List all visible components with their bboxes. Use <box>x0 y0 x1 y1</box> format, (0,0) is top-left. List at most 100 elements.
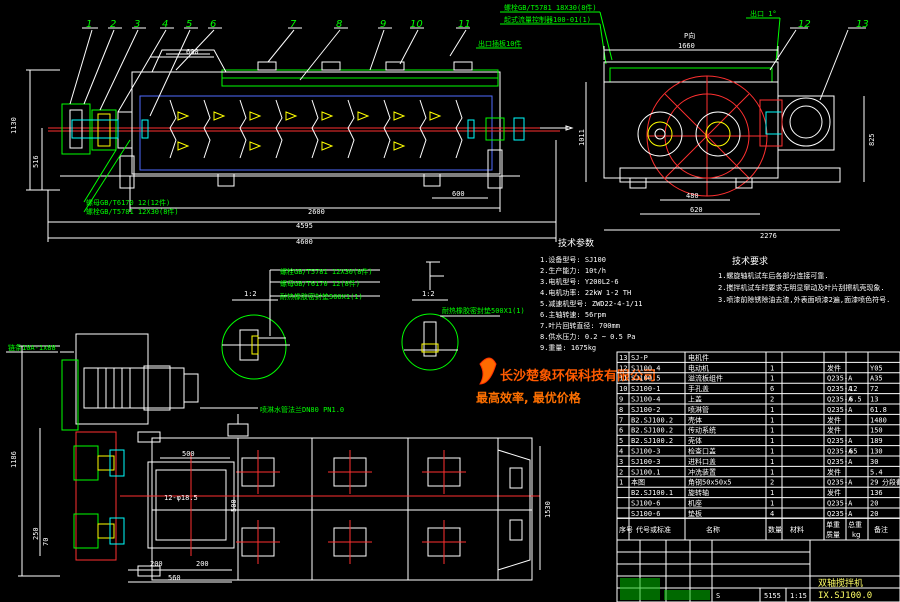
part-number: 6 <box>210 19 216 30</box>
bom-cell: 6 <box>770 385 774 393</box>
bom-cell: SJ100.4 <box>631 364 661 372</box>
bom-cell: 2 <box>770 396 774 404</box>
dim-70: 70 <box>42 538 50 546</box>
plan-labels: 链条10A-1x88 喷淋水管法兰DN80 PN1.0 1186 500 500… <box>8 343 552 582</box>
bom-cell: B2.SJ100.2 <box>631 427 673 435</box>
bom-cell: 冲洗装置 <box>688 467 716 476</box>
part-number: 12 <box>798 19 811 30</box>
side-dimensions: P向 1660 1011 480 620 2276 825 <box>578 31 876 240</box>
detail-views <box>221 261 500 380</box>
bom-cell: 13 <box>870 396 878 404</box>
bom-cell: 7 <box>619 416 623 424</box>
bom-cell: 1 <box>770 458 774 466</box>
dim-1186: 1186 <box>10 451 18 468</box>
note-outlet-angle: 出口 1° <box>750 9 777 18</box>
bom-cell: Q235-A <box>827 448 853 456</box>
p-view-label: P向 <box>684 31 695 40</box>
dim-600b: 600 <box>452 190 465 198</box>
side-view <box>585 27 866 231</box>
bom-cell: 检查口盖 <box>688 447 716 456</box>
detail-labels: 1:2 1:2 螺栓GB/T5781 12X30(8件) 螺母GB/T6170 … <box>244 267 525 315</box>
dim-500: 500 <box>182 450 195 458</box>
tech-req-row: 1.螺旋轴机试车后各部分连接可靠. <box>718 271 829 280</box>
tech-requirements: 技术要求 1.螺旋轴机试车后各部分连接可靠. 2.搅拌机试车时要求无明显窜动及叶… <box>718 255 890 304</box>
tech-req-row: 2.搅拌机试车时要求无明显窜动及叶片刮擦机壳现象. <box>718 283 885 292</box>
part-number: 7 <box>290 19 297 30</box>
dim-200a: 200 <box>150 560 163 568</box>
bom-cell: Y05 <box>870 364 883 372</box>
bom-cell: SJ100.1 <box>631 468 661 476</box>
part-number: 8 <box>336 19 342 30</box>
bom-cell: 1 <box>770 500 774 508</box>
part-number: 3 <box>134 19 140 30</box>
bom-cell: 1 <box>770 375 774 383</box>
bom-header-cell: 材料 <box>790 525 804 534</box>
bom-cell: 10 <box>619 385 627 393</box>
company-logo-icon <box>479 357 497 385</box>
title-scale: 1:15 <box>790 592 807 600</box>
bom-header-cell: 备注 <box>874 525 888 534</box>
bom-cell: 1 <box>770 468 774 476</box>
scale-label-2: 1:2 <box>422 290 435 298</box>
title-s-label: S <box>716 592 720 600</box>
dim-2600: 2600 <box>308 208 325 216</box>
dim-560: 560 <box>168 574 181 582</box>
bom-cell: 1 <box>770 406 774 414</box>
bom-cell: 1480 <box>870 416 887 424</box>
bom-cell: 1 <box>770 427 774 435</box>
tech-param-row: 9.重量: 1675kg <box>540 344 596 352</box>
detail-note-gasket: 耐热橡胶密封垫500X1(1) <box>280 292 363 301</box>
tech-param-row: 2.生产能力: 10t/h <box>540 266 606 275</box>
bom-cell: 发件 <box>827 467 841 476</box>
bom-cell: 电机件 <box>688 353 709 362</box>
dim-250: 250 <box>32 527 40 540</box>
bom-cell: SJ100-6 <box>631 500 661 508</box>
bom-header-cell: 单重 <box>826 520 840 529</box>
bom-cell: 2 <box>770 479 774 487</box>
tech-req-title: 技术要求 <box>732 255 768 267</box>
bom-cell: A35 <box>870 375 883 383</box>
part-number: 10 <box>410 19 423 30</box>
bom-cell: 150 <box>870 427 883 435</box>
tech-param-row: 6.主轴转速: 56rpm <box>540 310 606 319</box>
bom-cell: Q235-A <box>827 500 853 508</box>
bom-cell: 9 <box>619 396 623 404</box>
note-nut-12: 螺母GB/T6170 12(12件) <box>86 198 170 207</box>
dim-1660: 1660 <box>678 42 695 50</box>
dim-holes: 12-φ18.5 <box>164 494 198 502</box>
bom-cell: SJ-P <box>631 354 648 362</box>
bom-cell: Q235-A <box>827 437 853 445</box>
bom-cell: 发件 <box>827 415 841 424</box>
bom-cell: 旋转轴 <box>688 488 709 497</box>
dim-4600: 4600 <box>296 238 313 246</box>
bom-cell: 1 <box>619 479 623 487</box>
bom-cell: 1 <box>770 489 774 497</box>
plan-view <box>6 333 541 583</box>
bom-cell: 11 <box>619 375 627 383</box>
bom-header-sub: kg <box>852 531 861 539</box>
tech-params-title: 技术参数 <box>558 237 594 249</box>
bom-cell: 189 <box>870 437 883 445</box>
bom-cell: 8 <box>619 406 623 414</box>
bom-cell: 20 <box>870 510 878 518</box>
dim-4595: 4595 <box>296 222 313 230</box>
tech-param-row: 7.叶片回转直径: 700mm <box>540 321 620 330</box>
bom-cell: B2.SJ100.2 <box>631 437 673 445</box>
tech-req-row: 3.喷漆前除锈除油去渣,外表面喷漆2遍,面漆喷色符号. <box>718 295 890 304</box>
bom-cell: 5.4 <box>870 468 883 476</box>
detail-note-gasket-b: 耐热橡胶密封垫500X1(1) <box>442 306 525 315</box>
bom-cell: SJ100-6 <box>631 510 661 518</box>
dim-2276: 2276 <box>760 232 777 240</box>
chain-label: 链条10A-1x88 <box>8 343 56 352</box>
bom-cell: 61.8 <box>870 406 887 414</box>
bom-cell: Q235-A <box>827 458 853 466</box>
bom-cell: Q235-A <box>827 396 853 404</box>
bom-header-cell: 数量 <box>768 525 782 534</box>
bom-cell: SJ100-4 <box>631 396 661 404</box>
part-number: 13 <box>856 19 869 30</box>
bom-cell: 壳体 <box>688 436 702 445</box>
note-bolt-18: 螺栓GB/T5781 18X30(8件) <box>504 3 597 12</box>
scale-label-1: 1:2 <box>244 290 257 298</box>
bom-cell: Q235-A <box>827 510 853 518</box>
